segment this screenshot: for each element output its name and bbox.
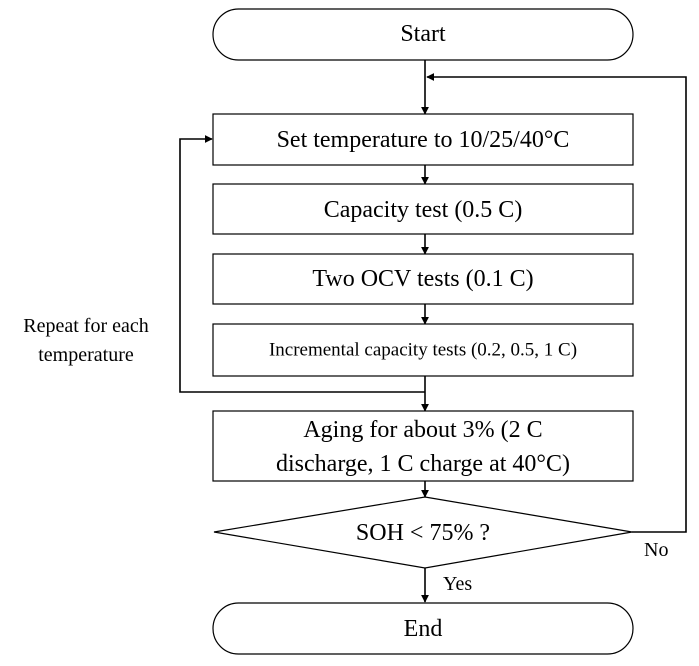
aging-label-line1: Aging for about 3% (2 C xyxy=(303,417,542,443)
set-temperature-label: Set temperature to 10/25/40°C xyxy=(277,127,570,153)
yes-label: Yes xyxy=(443,573,472,595)
capacity-test-label: Capacity test (0.5 C) xyxy=(324,197,523,223)
edge-repeat-loop xyxy=(179,135,425,393)
incremental-capacity-label: Incremental capacity tests (0.2, 0.5, 1 … xyxy=(269,340,577,361)
ocv-tests-label: Two OCV tests (0.1 C) xyxy=(312,266,533,292)
start-node: Start xyxy=(212,8,634,61)
aging-label-line2: discharge, 1 C charge at 40°C) xyxy=(276,451,570,477)
aging-node: Aging for about 3% (2 C discharge, 1 C c… xyxy=(212,410,634,482)
edge-no-loop xyxy=(426,73,687,533)
no-label: No xyxy=(644,539,668,561)
repeat-label-line2: temperature xyxy=(38,344,134,366)
repeat-label-line1: Repeat for each xyxy=(23,315,148,337)
incremental-capacity-node: Incremental capacity tests (0.2, 0.5, 1 … xyxy=(212,323,634,377)
end-node: End xyxy=(212,602,634,655)
decision-node: SOH < 75% ? xyxy=(213,496,633,569)
start-label: Start xyxy=(400,21,446,47)
end-label: End xyxy=(404,616,443,642)
set-temperature-node: Set temperature to 10/25/40°C xyxy=(212,113,634,166)
ocv-tests-node: Two OCV tests (0.1 C) xyxy=(212,253,634,305)
capacity-test-node: Capacity test (0.5 C) xyxy=(212,183,634,235)
decision-label: SOH < 75% ? xyxy=(356,520,490,546)
edges xyxy=(179,60,687,603)
